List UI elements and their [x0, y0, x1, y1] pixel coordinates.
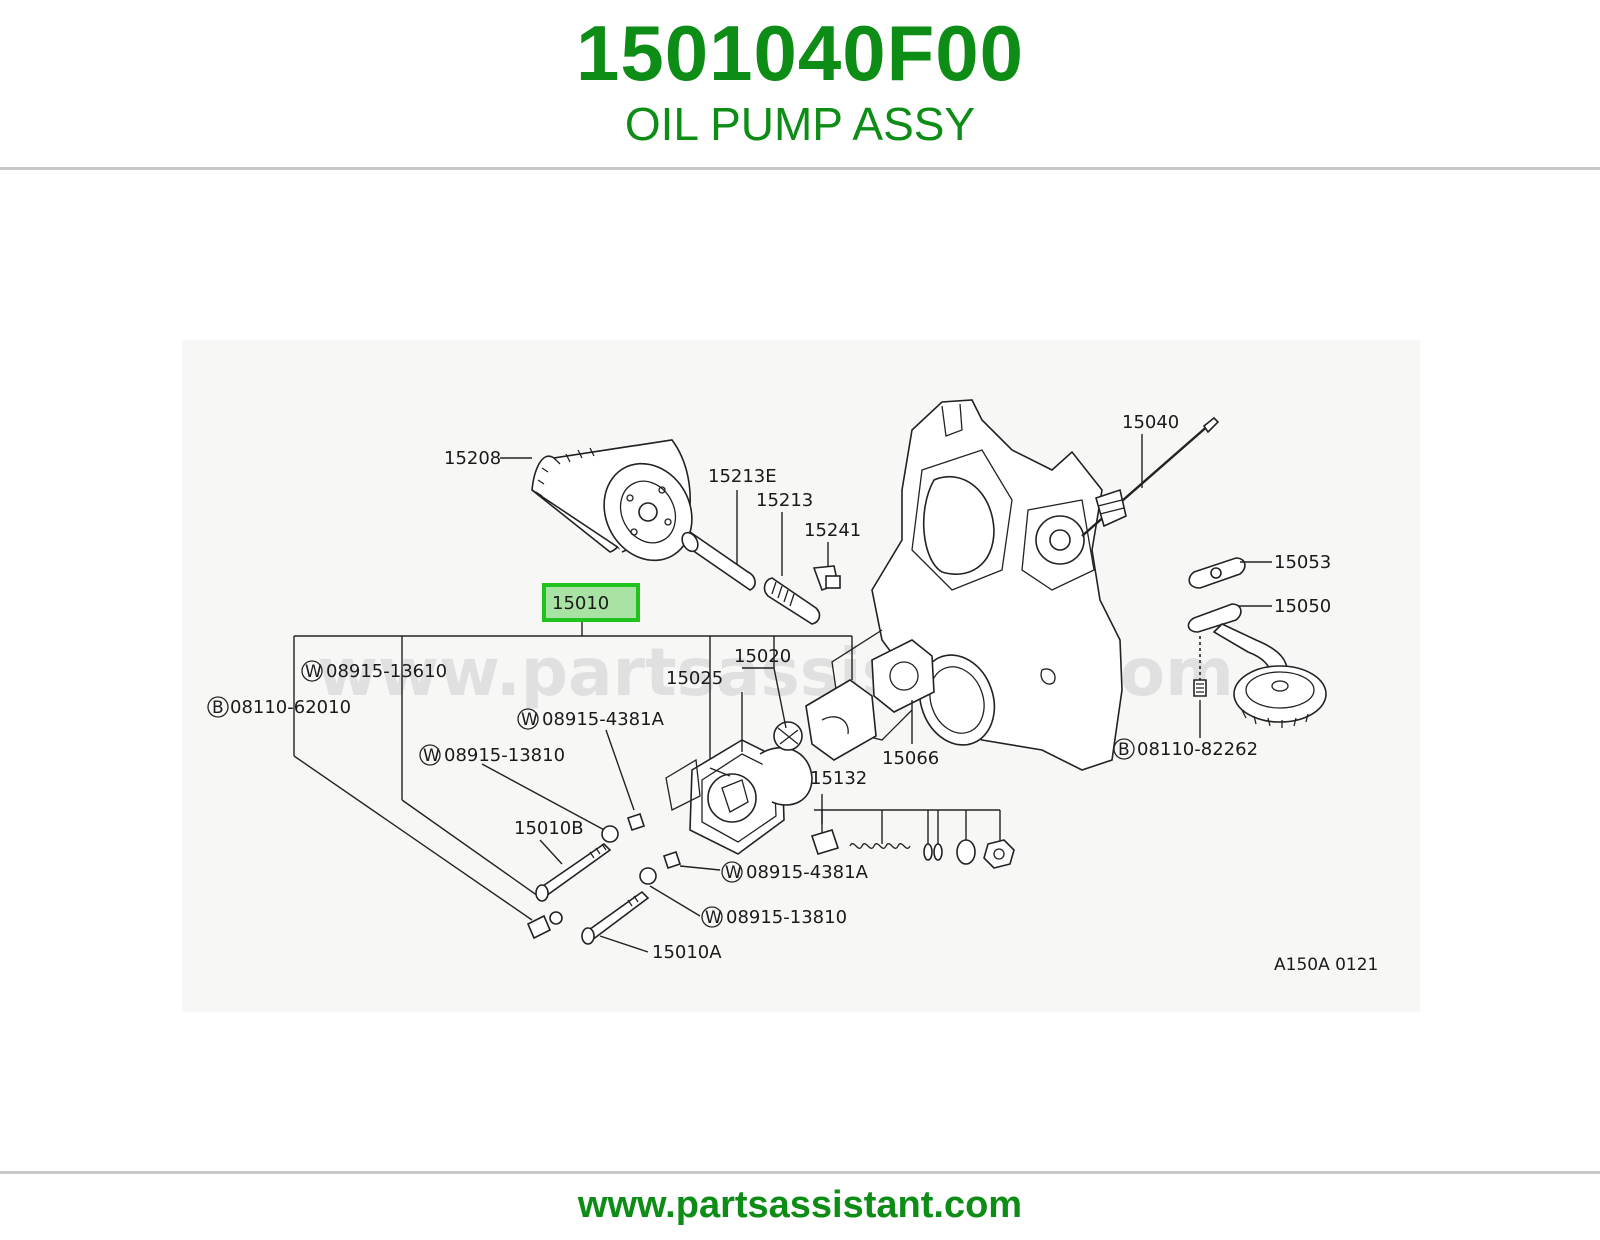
leader-15025	[709, 767, 731, 777]
b-mark-text-2: B	[212, 698, 224, 718]
label-15213[interactable]: 15213	[756, 490, 813, 511]
pipe-15213e-part[interactable]	[679, 530, 756, 591]
w-mark-icon-4	[721, 861, 743, 883]
label-15241[interactable]: 15241	[804, 520, 861, 541]
gasket-15053-part[interactable]	[1188, 557, 1246, 589]
footer-divider	[0, 1171, 1600, 1174]
label-0891513610[interactable]: 08915-13610	[326, 661, 447, 682]
leader-0891513810-1	[481, 763, 609, 833]
label-15010a[interactable]: 15010A	[652, 942, 722, 963]
parts-diagram: www.partsassistant.com 15208 15213E	[182, 340, 1420, 1012]
leader-0891513810-2	[649, 885, 701, 917]
bolts-washers-parts[interactable]	[526, 812, 682, 945]
footer-url[interactable]: www.partsassistant.com	[577, 1184, 1023, 1226]
pump-body-part[interactable]	[665, 639, 935, 855]
header-divider	[0, 167, 1600, 170]
label-15213e[interactable]: 15213E	[708, 466, 777, 487]
dipstick-15040-part[interactable]	[1081, 416, 1220, 537]
leader-0811062010	[293, 755, 533, 921]
relief-valve-parts[interactable]	[810, 829, 1015, 869]
highlight-box-15010[interactable]	[542, 583, 640, 622]
leader-15010b	[539, 839, 563, 865]
label-15208[interactable]: 15208	[444, 448, 501, 469]
strainer-15050-part[interactable]	[1187, 603, 1327, 728]
w-mark-icon-5	[701, 906, 723, 928]
label-089154381a-1[interactable]: 08915-4381A	[542, 709, 665, 730]
b-mark-text: B	[1118, 740, 1130, 760]
label-15020[interactable]: 15020	[734, 646, 791, 667]
label-15132[interactable]: 15132	[810, 768, 867, 789]
label-089154381a-2[interactable]: 08915-4381A	[746, 862, 869, 883]
w-mark-text-4: W	[725, 863, 742, 883]
w-mark-text-3: W	[423, 746, 440, 766]
oil-filter-part[interactable]	[531, 439, 709, 576]
part-number-title: 1501040F00	[575, 9, 1025, 97]
b-mark-icon	[1113, 738, 1135, 760]
label-15053[interactable]: 15053	[1274, 552, 1331, 573]
header: 1501040F00 OIL PUMP ASSY	[0, 0, 1600, 168]
connector-15213-part[interactable]	[763, 577, 821, 625]
leader-15020	[773, 667, 787, 729]
w-mark-text-1: W	[305, 662, 322, 682]
label-0891513810-2[interactable]: 08915-13810	[726, 907, 847, 928]
leader-15010a	[599, 935, 649, 953]
w-mark-icon-3	[419, 744, 441, 766]
leader-089154381a-2	[679, 865, 721, 871]
plug-15241-part[interactable]	[812, 565, 841, 592]
w-mark-text-2: W	[521, 710, 538, 730]
leader-0891513610	[401, 799, 539, 897]
w-mark-icon-1	[301, 660, 323, 682]
label-15040[interactable]: 15040	[1122, 412, 1179, 433]
bolt-0811082262-part[interactable]	[1193, 636, 1207, 697]
w-mark-icon-2	[517, 708, 539, 730]
parts-diagram-svg: www.partsassistant.com 15208 15213E	[207, 399, 1378, 975]
front-cover-part[interactable]	[831, 399, 1123, 771]
label-0891513810-1[interactable]: 08915-13810	[444, 745, 565, 766]
label-0811062010[interactable]: 08110-62010	[230, 697, 351, 718]
label-15010b[interactable]: 15010B	[514, 818, 584, 839]
diagram-reference-code: A150A 0121	[1274, 955, 1378, 975]
leader-089154381a-1	[605, 729, 635, 811]
label-15050[interactable]: 15050	[1274, 596, 1331, 617]
label-15025[interactable]: 15025	[666, 668, 723, 689]
part-name-subtitle: OIL PUMP ASSY	[624, 98, 976, 150]
label-15010[interactable]: 15010	[552, 593, 609, 614]
label-15066[interactable]: 15066	[882, 748, 939, 769]
label-0811082262[interactable]: 08110-82262	[1137, 739, 1258, 760]
w-mark-text-5: W	[705, 908, 722, 928]
b-mark-icon-2	[207, 696, 229, 718]
